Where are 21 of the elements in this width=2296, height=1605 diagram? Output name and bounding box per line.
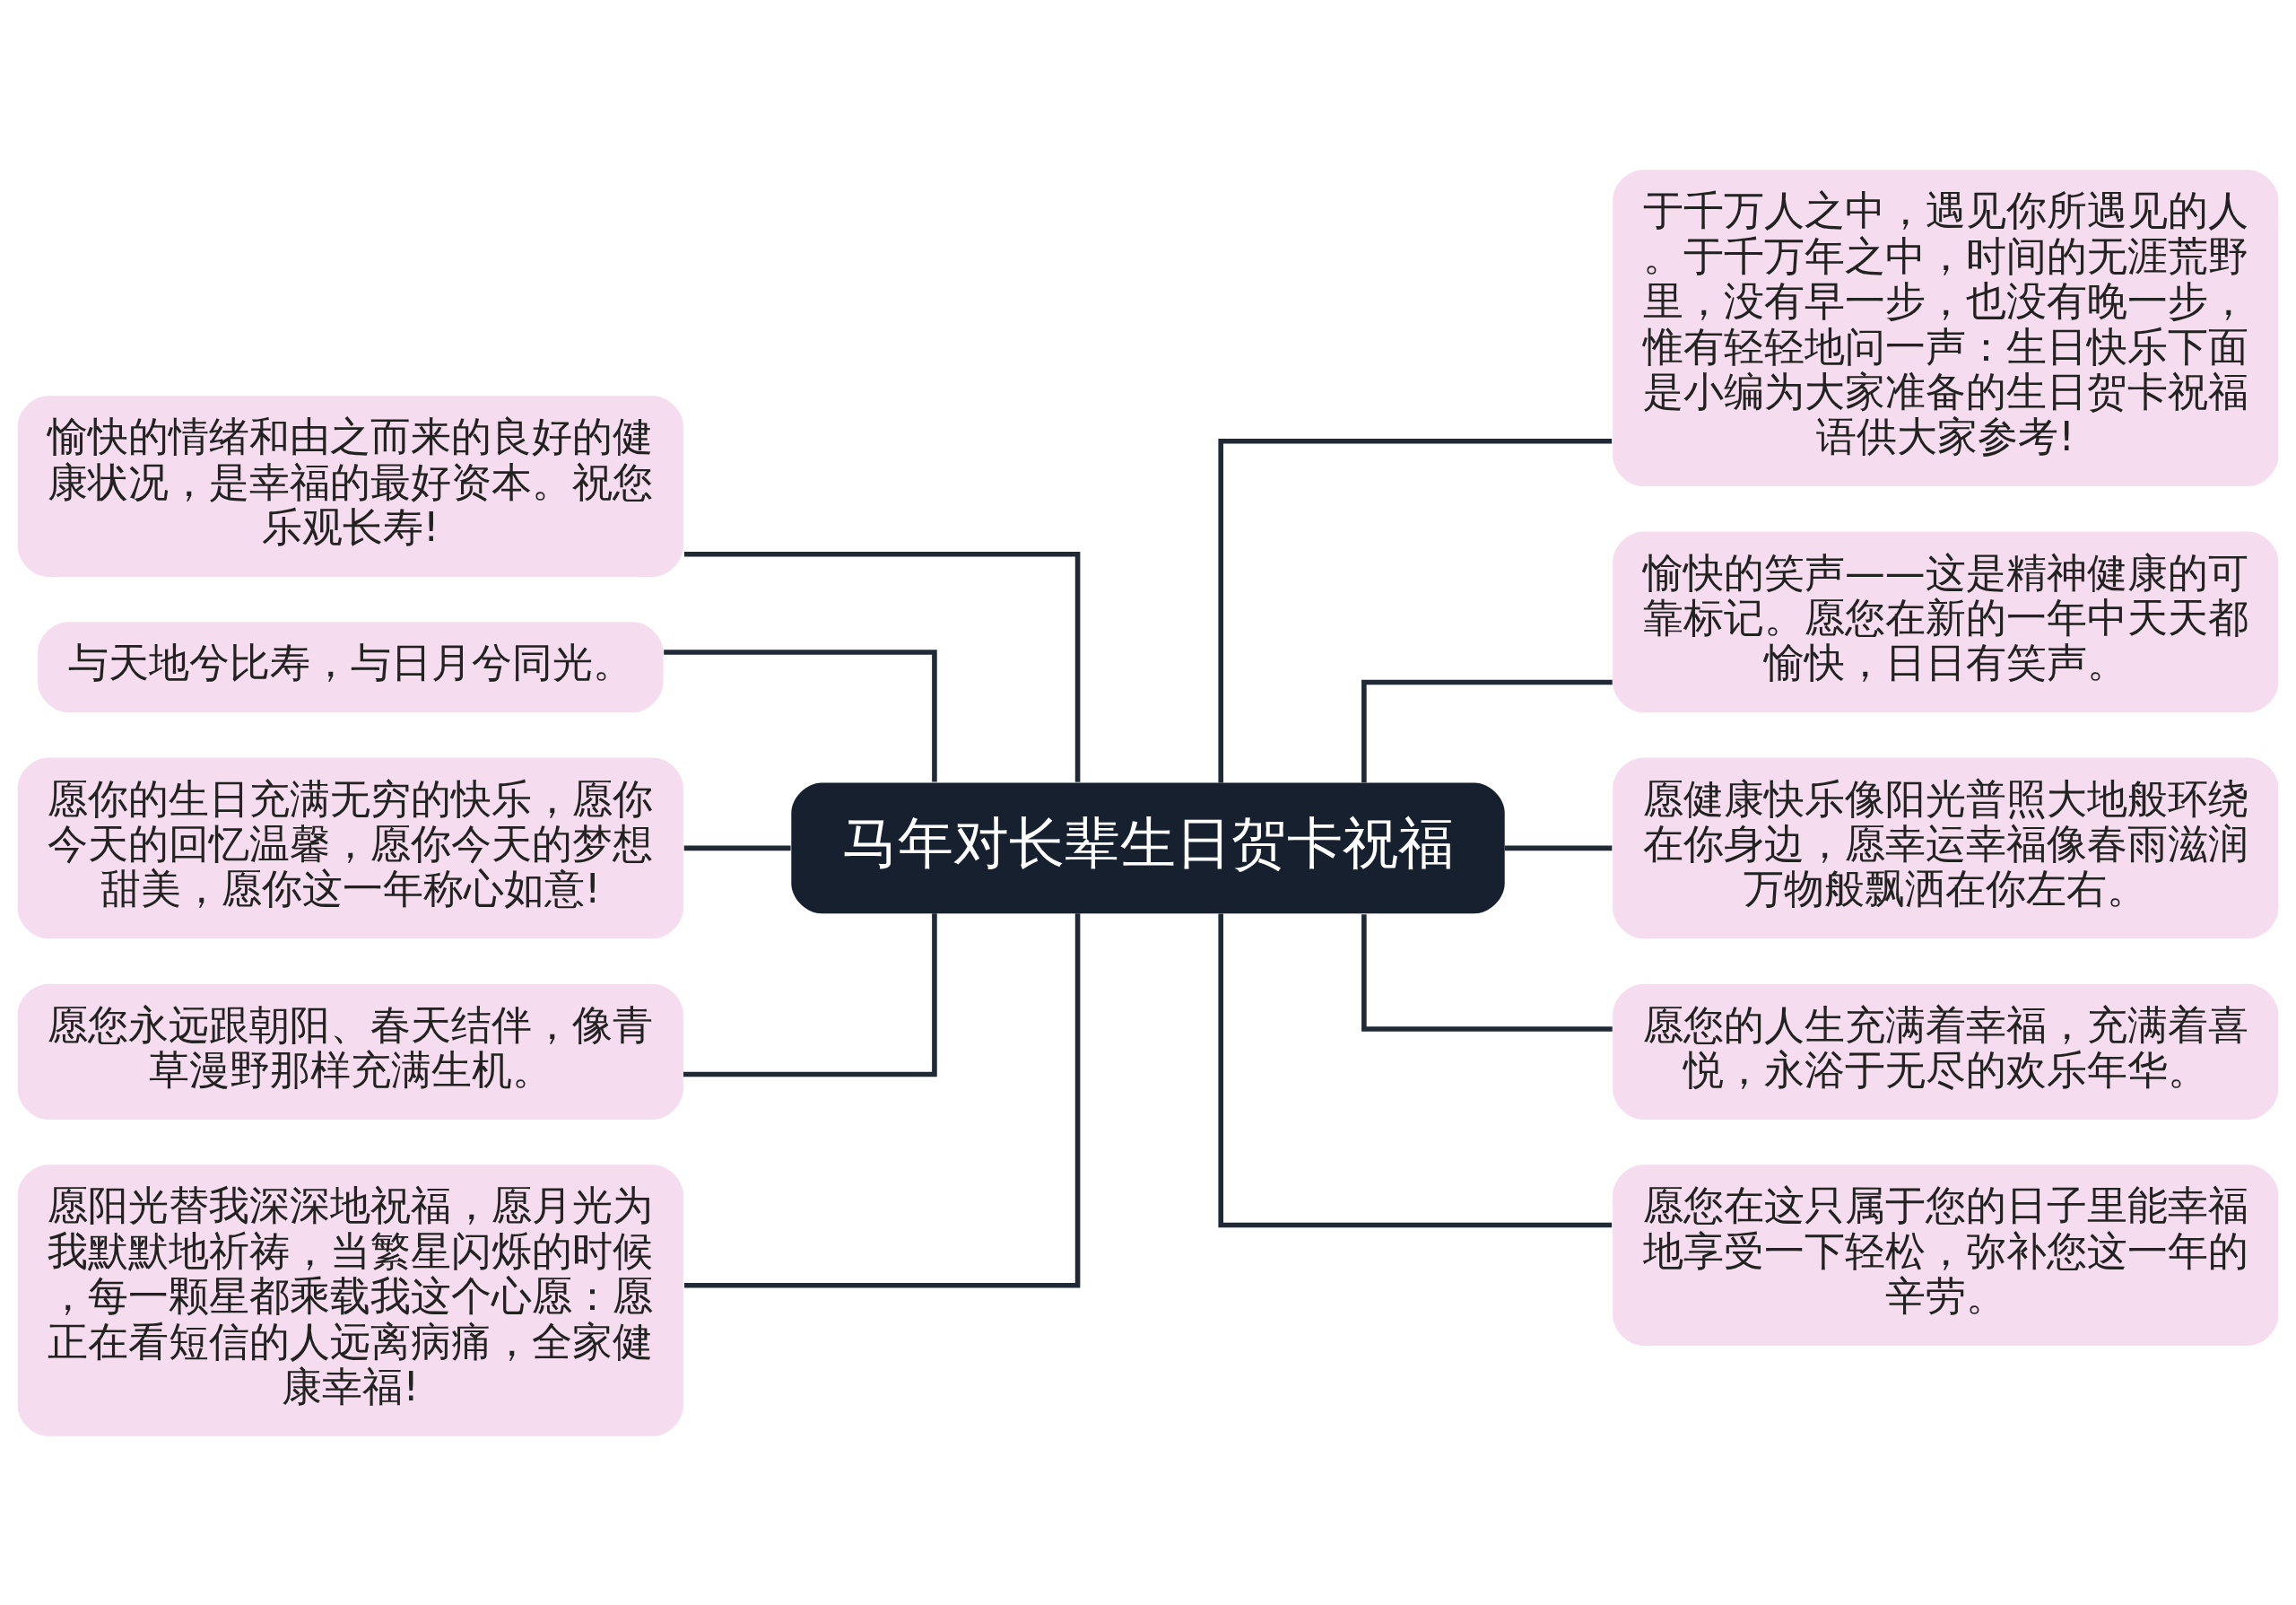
connector <box>1504 845 1613 850</box>
connector <box>1361 679 1613 782</box>
connector <box>683 845 791 850</box>
connector <box>1361 913 1613 1032</box>
connector <box>683 912 937 1077</box>
node-box: 愿阳光替我深深地祝福，愿月光为我默默地祈祷，当繁星闪烁的时候，每一颗星都乘载我这个心愿：愿正在看短信的人远离病痛，全家健康幸福! <box>17 1164 683 1436</box>
node-box: 与天地兮比寿，与日月兮同光。 <box>38 621 664 712</box>
node-box: 于千万人之中，遇见你所遇见的人。于千万年之中，时间的无涯荒野里，没有早一步，也没有晚一步，惟有轻轻地问一声：生日快乐下面是小编为大家准备的生日贺卡祝福语供大家参考! <box>1613 169 2279 486</box>
node-box: 愉快的笑声——这是精神健康的可靠标记。愿您在新的一年中天天都愉快，日日有笑声。 <box>1613 531 2279 712</box>
connector <box>1218 438 1613 782</box>
node-box: 愿您的人生充满着幸福，充满着喜悦，永浴于无尽的欢乐年华。 <box>1613 983 2279 1120</box>
node-box: 愿健康快乐像阳光普照大地般环绕在你身边，愿幸运幸福像春雨滋润万物般飘洒在你左右。 <box>1613 757 2279 938</box>
connector <box>1218 913 1613 1227</box>
connector <box>683 551 1081 782</box>
node-box: 愿您在这只属于您的日子里能幸福地享受一下轻松，弥补您这一年的辛劳。 <box>1613 1164 2279 1346</box>
node-box: 愉快的情绪和由之而来的良好的健康状况，是幸福的最好资本。祝您乐观长寿! <box>17 395 683 577</box>
node-box: 马年对长辈生日贺卡祝福 <box>791 782 1505 913</box>
connector <box>664 649 937 781</box>
node-box: 愿你的生日充满无穷的快乐，愿你今天的回忆温馨，愿你今天的梦想甜美，愿你这一年称心如意! <box>17 757 683 938</box>
node-box: 愿您永远跟朝阳、春天结伴，像青草漫野那样充满生机。 <box>17 983 683 1120</box>
connector <box>683 912 1081 1288</box>
